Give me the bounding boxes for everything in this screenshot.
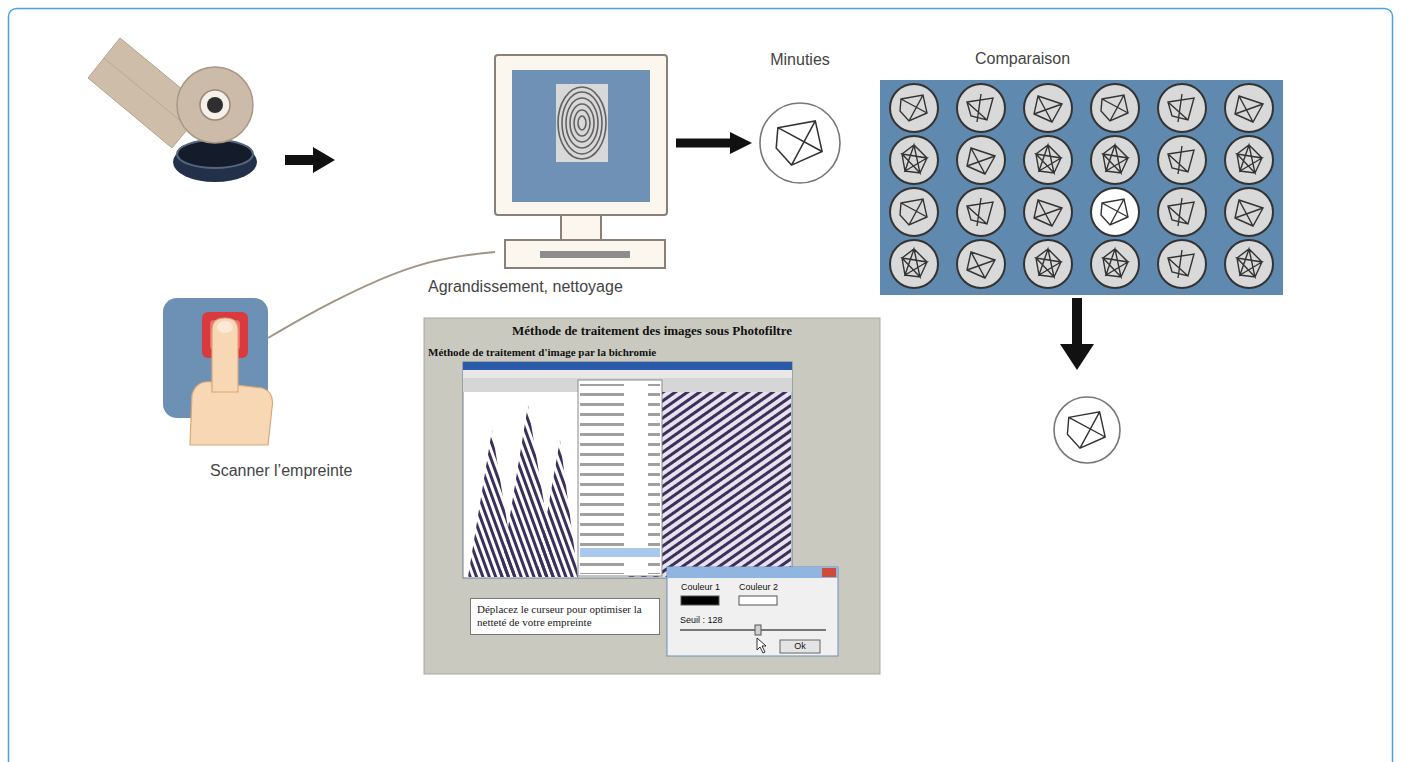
color-swatch: [681, 596, 719, 605]
matched-pattern: [1101, 199, 1128, 225]
roll-hole: [207, 97, 223, 113]
finger-nail: [217, 321, 233, 333]
step-label: Comparaison: [975, 50, 1070, 68]
finger-scanner-icon: [163, 298, 273, 445]
dialog-label: Couleur 2: [739, 581, 778, 593]
matched-circle: [1091, 188, 1139, 236]
minutiae-circle: [760, 103, 840, 183]
step-label: Agrandissement, nettoyage: [428, 278, 623, 296]
flow-arrow: [1060, 298, 1094, 370]
scanner-node: Scanner l’empreinte: [163, 298, 268, 418]
slider-thumb: [755, 625, 761, 635]
screenshot-title: Méthode de traitement des images sous Ph…: [424, 323, 880, 339]
monitor-neck: [561, 215, 601, 240]
flow-arrow: [676, 139, 730, 148]
roll-core: [200, 90, 230, 120]
monitor-screen: [512, 70, 650, 202]
computer-node: Agrandissement, nettoyage: [495, 52, 668, 270]
fingerprint-image: [556, 84, 608, 162]
minutiae-node: Minuties: [758, 101, 842, 185]
software-window: [463, 362, 792, 578]
tape-and-ink-pad: [88, 38, 257, 182]
screenshot-node: Méthode de traitement des images sous Ph…: [424, 318, 880, 674]
result-circle: [1054, 397, 1120, 463]
note-text: Déplacez le curseur pour optimiser la ne…: [477, 603, 653, 629]
threshold-dialog: [667, 567, 838, 656]
dialog-node: Couleur 1 Couleur 2 Seuil : 128Ok: [667, 567, 838, 656]
result-pattern: [1067, 412, 1105, 448]
minutiae-pattern: [776, 121, 822, 165]
monitor-frame: [495, 55, 667, 215]
ok-button: [780, 640, 820, 653]
fingerprint-ridges: [558, 87, 606, 159]
button-label: Ok: [780, 640, 820, 652]
step-label: Scanner l’empreinte: [210, 462, 352, 480]
page-frame: [9, 9, 1393, 762]
note-box: Déplacez le curseur pour optimiser la ne…: [470, 598, 660, 635]
flow-arrow: [285, 147, 335, 173]
mouse-cursor: [757, 638, 766, 653]
tape-line: [104, 58, 189, 128]
ink-pad-top: [177, 140, 253, 168]
tape-roll: [177, 67, 253, 143]
color-swatch: [739, 596, 777, 605]
step-label: Minuties: [728, 51, 872, 69]
comparison-node: Comparaison: [880, 80, 1283, 295]
monitor-base: [505, 240, 665, 268]
finger: [212, 318, 238, 392]
slider-track: [680, 629, 826, 631]
screenshot-panel: [424, 318, 880, 674]
dialog-label: Seuil : 128: [680, 614, 723, 626]
fingerprint-database: [890, 84, 1273, 288]
comparison-panel: [880, 80, 1283, 295]
dialog-label: Couleur 1: [681, 581, 720, 593]
monitor-base-slot: [540, 251, 630, 258]
screenshot-subtitle: Méthode de traitement d'image par la bic…: [428, 346, 656, 358]
computer-monitor: [495, 55, 667, 268]
